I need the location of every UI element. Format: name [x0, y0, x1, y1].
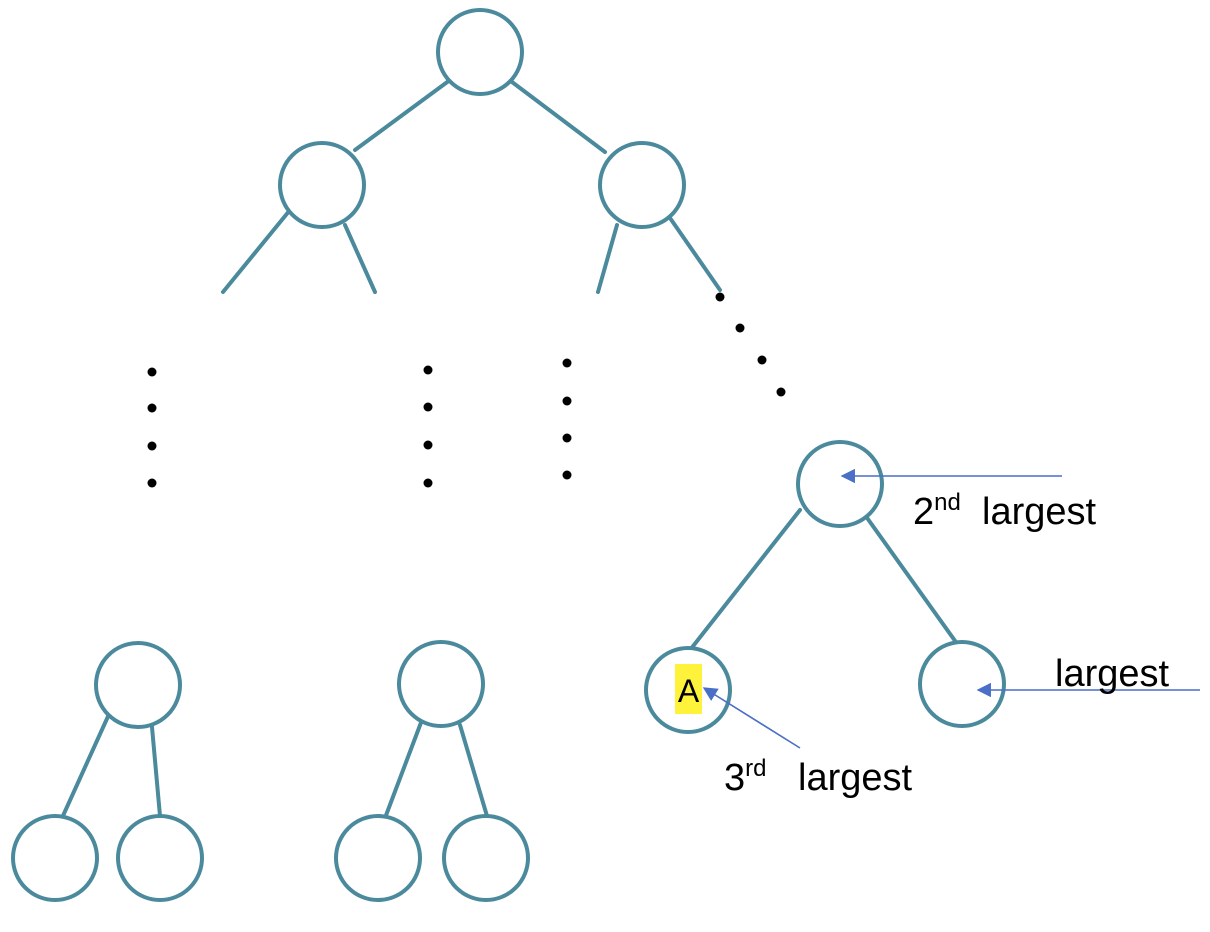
bottom-left-child-right-node	[116, 814, 204, 902]
edge-root-right	[510, 80, 607, 154]
label-third-ordinal: 3	[724, 757, 745, 799]
bottom-left-child-left-node	[11, 814, 99, 902]
largest-node	[918, 640, 1006, 728]
ellipsis-column-3	[562, 358, 572, 480]
edge-bm-right	[458, 723, 489, 818]
label-largest: largest	[1055, 653, 1169, 695]
node-a-highlight	[675, 664, 702, 714]
level1-left-node	[278, 141, 366, 229]
label-third-sup: rd	[745, 755, 766, 782]
node-a-letter: A	[678, 673, 700, 709]
edge-bl-left	[60, 710, 112, 820]
ellipsis-column-2	[423, 365, 433, 488]
label-second-ordinal: 2	[913, 491, 934, 533]
ellipsis-column-1	[147, 367, 157, 488]
nodes	[11, 8, 1006, 902]
label-second-word: largest	[982, 491, 1096, 533]
edge-root-left	[353, 78, 452, 152]
arrow-third-largest	[702, 687, 801, 749]
bottom-mid-child-left-node	[334, 814, 422, 902]
edge-sub-right	[863, 513, 960, 647]
edge-left-down-left	[221, 208, 292, 294]
root-node	[436, 8, 524, 96]
edge-left-down-right	[343, 223, 377, 294]
label-third-word: largest	[798, 757, 912, 799]
label-second-largest: 2nd largest	[913, 489, 1096, 533]
node-a-label: A	[675, 664, 702, 714]
edge-right-down-left	[596, 223, 619, 294]
edges	[60, 78, 960, 820]
label-third-largest: 3rd largest	[724, 755, 912, 799]
edge-right-down-right	[668, 216, 722, 292]
edge-bm-left	[383, 710, 427, 820]
level1-right-node	[598, 141, 686, 229]
annotation-arrows	[702, 468, 1200, 749]
label-largest-word: largest	[1055, 653, 1169, 695]
bottom-mid-child-right-node	[442, 814, 530, 902]
edge-sub-left	[688, 508, 802, 652]
bottom-mid-parent-node	[397, 640, 485, 728]
edge-bl-right	[150, 725, 162, 818]
label-second-sup: nd	[934, 489, 961, 516]
ellipsis-dots	[147, 292, 786, 488]
second-largest-node	[796, 440, 884, 528]
ellipsis-diagonal	[715, 292, 786, 397]
bottom-left-parent-node	[94, 641, 182, 729]
